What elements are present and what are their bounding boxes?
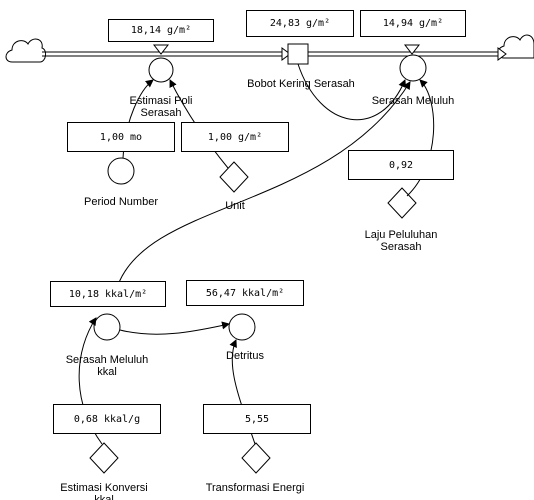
laju-label: Laju Peluluhan Serasah [364,229,438,253]
outflow-regulator[interactable] [399,54,427,82]
outflow-label: Serasah Meluluh [371,95,455,107]
unit-label: Unit [225,200,245,212]
stock-label: Bobot Kering Serasah [247,78,355,90]
estimasi-konversi-converter[interactable] [89,442,119,474]
source-cloud-icon [5,38,47,63]
inflow-regulator[interactable] [148,57,174,83]
period-number-converter[interactable] [107,157,135,185]
inflow-valve-icon [152,44,170,55]
period-number-label: Period Number [84,196,158,208]
outflow-pipe [308,47,507,61]
serasah-kkal-converter[interactable] [93,313,121,341]
inflow-pipe [42,47,291,61]
unit-converter[interactable] [219,161,249,193]
serasah-kkal-value-box: 10,18 kkal/m² [50,281,166,307]
laju-value-box: 0,92 [348,150,454,180]
detritus-value-box: 56,47 kkal/m² [186,280,304,306]
estimasi-konversi-value-box: 0,68 kkal/g [53,404,161,434]
estimasi-konversi-label: Estimasi Konversi kkal [60,482,148,500]
outflow-value-box: 14,94 g/m² [360,10,466,37]
inflow-label: Estimasi Poli Serasah [129,95,193,119]
laju-converter[interactable] [387,187,417,219]
transformasi-value-box: 5,55 [203,404,311,434]
period-number-value-box: 1,00 mo [67,122,175,152]
transformasi-converter[interactable] [241,442,271,474]
transformasi-label: Transformasi Energi [205,482,305,494]
outflow-valve-icon [403,44,421,55]
inflow-value-box: 18,14 g/m² [108,19,214,42]
connector-links [78,63,435,445]
unit-value-box: 1,00 g/m² [181,122,289,152]
detritus-converter[interactable] [228,313,256,341]
serasah-kkal-label: Serasah Meluluh kkal [65,354,149,378]
stock-value-box: 24,83 g/m² [246,10,354,37]
stock-box[interactable] [287,43,309,65]
detritus-label: Detritus [226,350,264,362]
